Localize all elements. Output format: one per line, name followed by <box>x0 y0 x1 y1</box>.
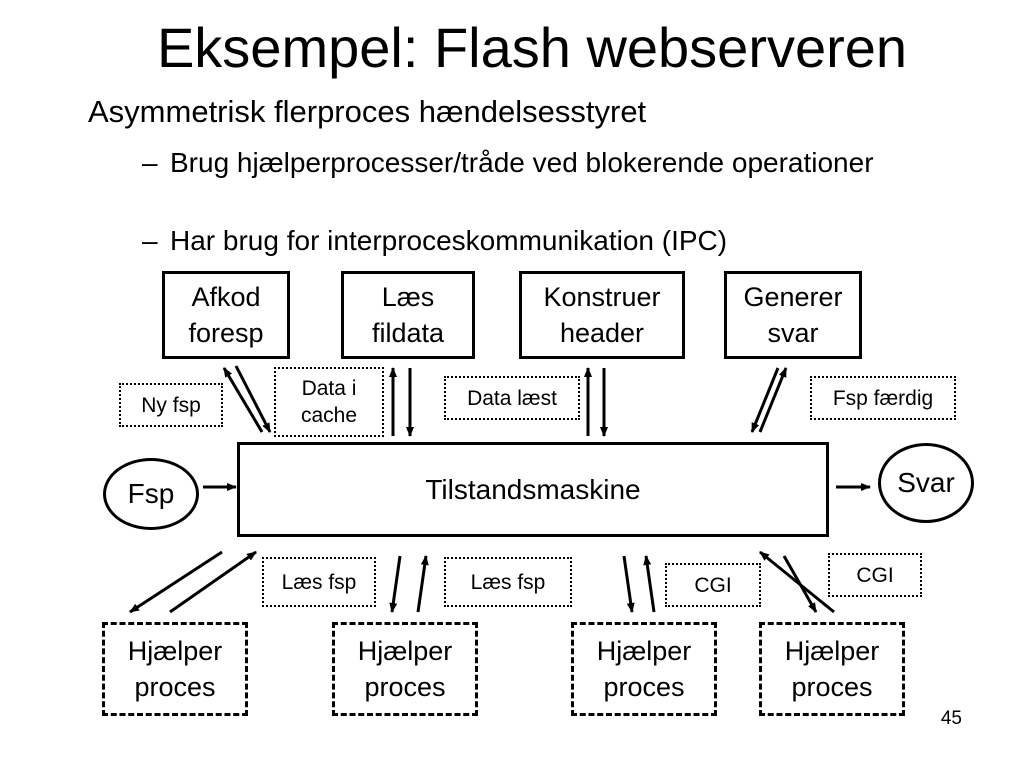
label-text: Fsp færdig <box>832 386 934 410</box>
label-fsp-faerdig: Fsp færdig <box>810 376 956 420</box>
helper-process-1: Hjælper proces <box>102 622 248 716</box>
label-ny-fsp: Ny fsp <box>119 383 223 427</box>
label-data-laest: Data læst <box>444 376 580 420</box>
box-afkod-foresp: Afkod foresp <box>162 271 290 359</box>
arrow-to-helper-1 <box>129 550 223 614</box>
node-label: Svar <box>897 467 955 498</box>
arrow-from-helper-4 <box>759 550 835 614</box>
bullet-dash: – <box>142 225 158 256</box>
box-laes-fildata: Læs fildata <box>341 271 475 359</box>
box-generer-svar: Generer svar <box>724 271 862 359</box>
box-label: fildata <box>371 318 445 348</box>
arrow-from-helper-1 <box>169 550 257 614</box>
state-machine-label: Tilstandsmaskine <box>425 473 641 505</box>
label-text: CGI <box>694 573 732 597</box>
helper-label: Hjælper <box>784 636 880 666</box>
helper-label: Hjælper <box>127 636 223 666</box>
helper-label: proces <box>791 672 873 702</box>
state-machine-box: Tilstandsmaskine <box>237 442 829 537</box>
label-data-i-cache: Data i cache <box>274 367 384 437</box>
helper-label: proces <box>134 672 216 702</box>
arrow-from-generer <box>750 367 780 433</box>
box-label: Generer <box>743 282 843 312</box>
helper-label: proces <box>603 672 685 702</box>
label-laes-fsp-2: Læs fsp <box>444 557 572 607</box>
label-text: Læs fsp <box>470 570 546 594</box>
arrow-to-generer <box>758 367 788 433</box>
helper-label: Hjælper <box>596 636 692 666</box>
box-label: Afkod <box>191 282 261 312</box>
arrow-from-helper-3 <box>643 555 656 613</box>
label-text: Data i <box>301 377 357 400</box>
label-text: CGI <box>856 563 894 587</box>
helper-label: Hjælper <box>357 636 453 666</box>
slide-number: 45 <box>940 708 962 729</box>
label-cgi-1: CGI <box>665 563 761 607</box>
label-laes-fsp-1: Læs fsp <box>262 557 376 607</box>
helper-process-4: Hjælper proces <box>759 622 905 716</box>
bullet-dash: – <box>142 147 158 178</box>
main-bullet: Asymmetrisk flerproces hændelsesstyret <box>88 94 647 129</box>
box-label: Konstruer <box>543 282 661 312</box>
box-label: Læs <box>381 282 435 312</box>
svar-output-node: Svar <box>878 443 974 523</box>
slide-title: Eksempel: Flash webserveren <box>156 16 908 79</box>
label-text: Læs fsp <box>281 570 357 594</box>
arrow-from-afkod <box>234 365 272 433</box>
box-konstruer-header: Konstruer header <box>519 271 685 359</box>
node-label: Fsp <box>127 478 175 509</box>
box-label: foresp <box>188 318 264 348</box>
label-text: Ny fsp <box>141 393 201 417</box>
box-label: header <box>559 318 645 348</box>
sub-bullet-2: Har brug for interproceskommunikation (I… <box>170 225 728 256</box>
box-label: svar <box>767 318 819 348</box>
arrow-to-afkod <box>222 367 264 433</box>
label-cgi-2: CGI <box>828 553 922 597</box>
label-text: cache <box>300 404 358 427</box>
fsp-input-node: Fsp <box>103 458 199 530</box>
arrow-from-helper-2 <box>416 555 429 613</box>
helper-process-3: Hjælper proces <box>571 622 717 716</box>
helper-label: proces <box>364 672 446 702</box>
helper-process-2: Hjælper proces <box>332 622 478 716</box>
arrow-to-helper-2 <box>389 555 402 613</box>
sub-bullet-1: Brug hjælperprocesser/tråde ved blokeren… <box>170 147 874 178</box>
label-text: Data læst <box>467 386 557 410</box>
arrow-to-helper-3 <box>622 555 635 613</box>
